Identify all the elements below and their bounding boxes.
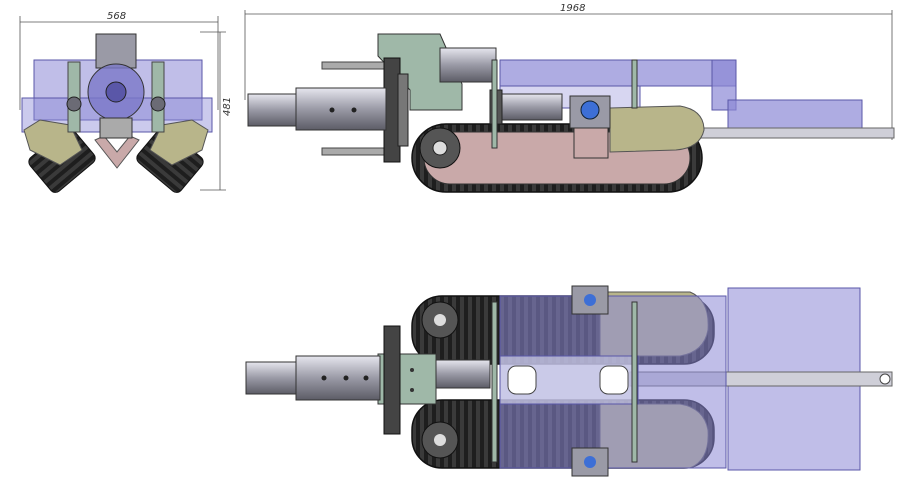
top-view [245,285,893,477]
top-slot [599,365,629,395]
top-lower-gear [584,456,596,468]
front-height-label: 481 [222,97,233,116]
top-cylinder-hole [321,375,327,381]
top-motor [435,359,491,389]
side-drive-hub [432,140,448,156]
top-slot [507,365,537,395]
side-gearbox-gear [580,100,600,120]
front-view [21,33,213,193]
side-rod-top [321,61,387,70]
top-post [491,301,498,463]
top-tow-eye [879,373,891,385]
top-plate-hole [410,388,414,392]
side-olive-shell [609,105,705,153]
side-upper-frame [499,59,737,87]
front-hub [105,81,127,103]
top-upper-gear [584,294,596,306]
front-center-block [99,117,133,139]
top-cylinder-hole [363,375,369,381]
side-upper-cylinder [439,47,497,83]
side-rod-bottom [321,147,387,156]
top-ring-gear [383,325,401,435]
side-cylinder-hole [351,107,357,113]
side-main-cylinder [295,87,387,131]
top-nose [245,361,297,395]
front-v-bracket [94,135,140,169]
side-post [631,59,638,109]
front-width-label: 568 [107,11,126,22]
top-cylinder-hole [343,375,349,381]
side-ring-teeth [397,73,409,147]
dimension-annotations [19,10,893,191]
top-upper-hub [434,314,446,326]
front-motor-box [95,33,137,69]
top-plate-hole [410,368,414,372]
side-rear-box [727,99,863,133]
top-post [631,301,638,463]
side-tow-bar [699,127,895,139]
top-lower-hub [434,434,446,446]
side-post [491,59,498,149]
front-left-pulley [66,96,82,112]
side-view [247,33,895,193]
side-cylinder-hole [329,107,335,113]
side-length-label: 1968 [560,3,585,14]
side-motor [499,93,563,121]
front-right-pulley [150,96,166,112]
side-nose [247,93,297,127]
side-gear-block [573,127,609,159]
